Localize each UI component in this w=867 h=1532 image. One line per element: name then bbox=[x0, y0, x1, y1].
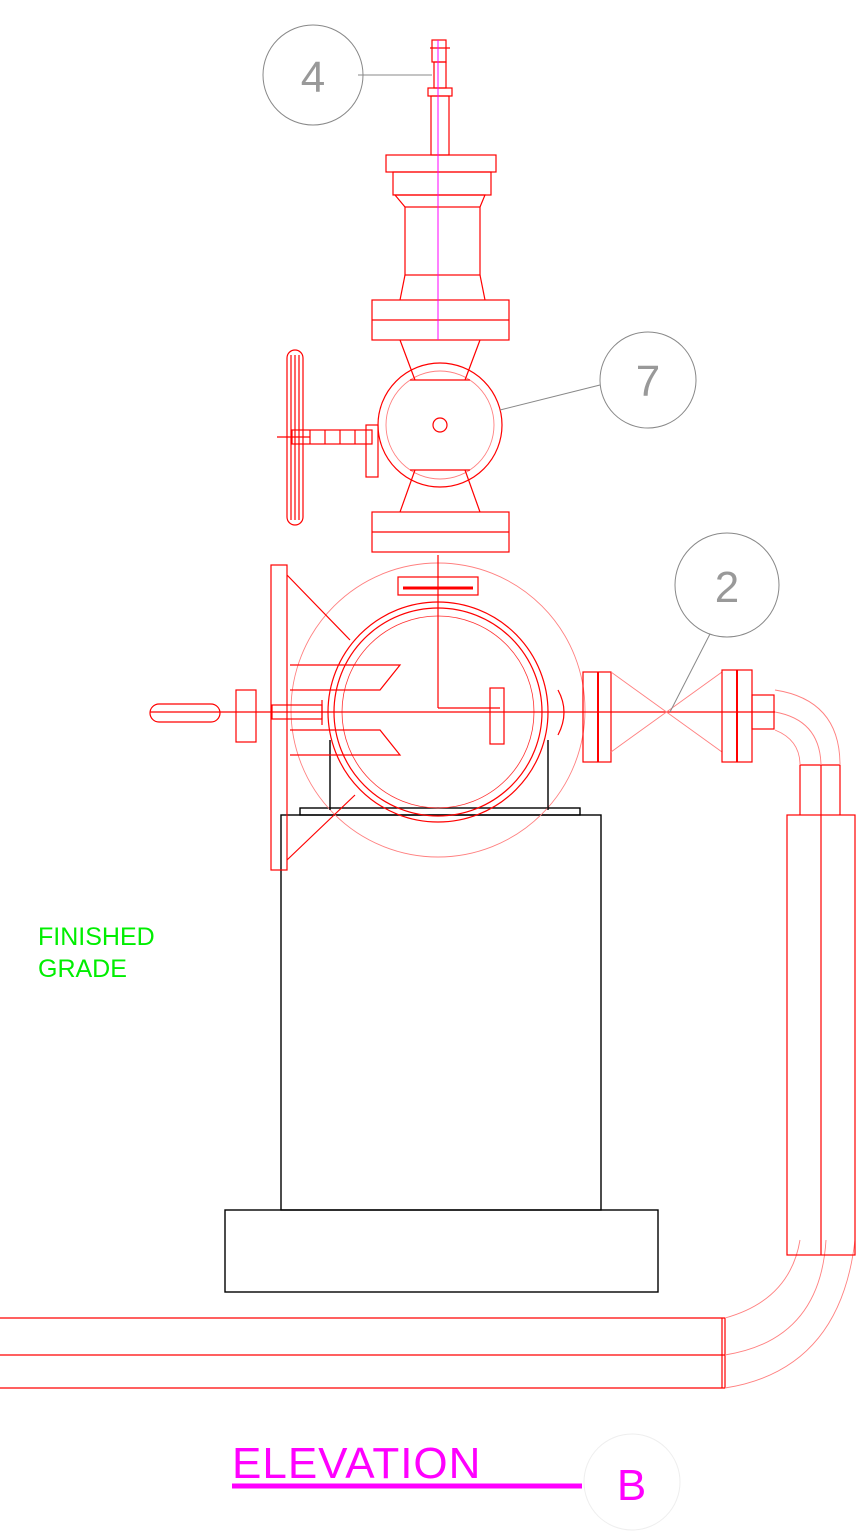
left-manway bbox=[149, 564, 565, 871]
upper-valve bbox=[277, 339, 510, 553]
section-tag: B bbox=[617, 1461, 647, 1510]
concrete-pedestal bbox=[224, 807, 659, 1293]
bottom-pipe bbox=[0, 1239, 856, 1389]
elevation-title: ELEVATION bbox=[232, 1439, 481, 1488]
grade-label: GRADE bbox=[38, 955, 127, 983]
finished-grade-label: FINISHED bbox=[38, 923, 155, 951]
callout-4-tag: 4 bbox=[301, 53, 325, 102]
top-stack bbox=[371, 39, 510, 341]
section-marker: B bbox=[583, 1433, 681, 1531]
callout-7-tag: 7 bbox=[636, 357, 660, 406]
callout-7: 7 bbox=[499, 331, 697, 429]
right-nozzle bbox=[557, 669, 775, 763]
right-riser-pipe bbox=[774, 689, 856, 1256]
callout-4: 4 bbox=[262, 24, 432, 126]
main-vessel bbox=[290, 555, 586, 858]
callout-2-tag: 2 bbox=[715, 563, 739, 612]
callout-2: 2 bbox=[669, 532, 780, 713]
